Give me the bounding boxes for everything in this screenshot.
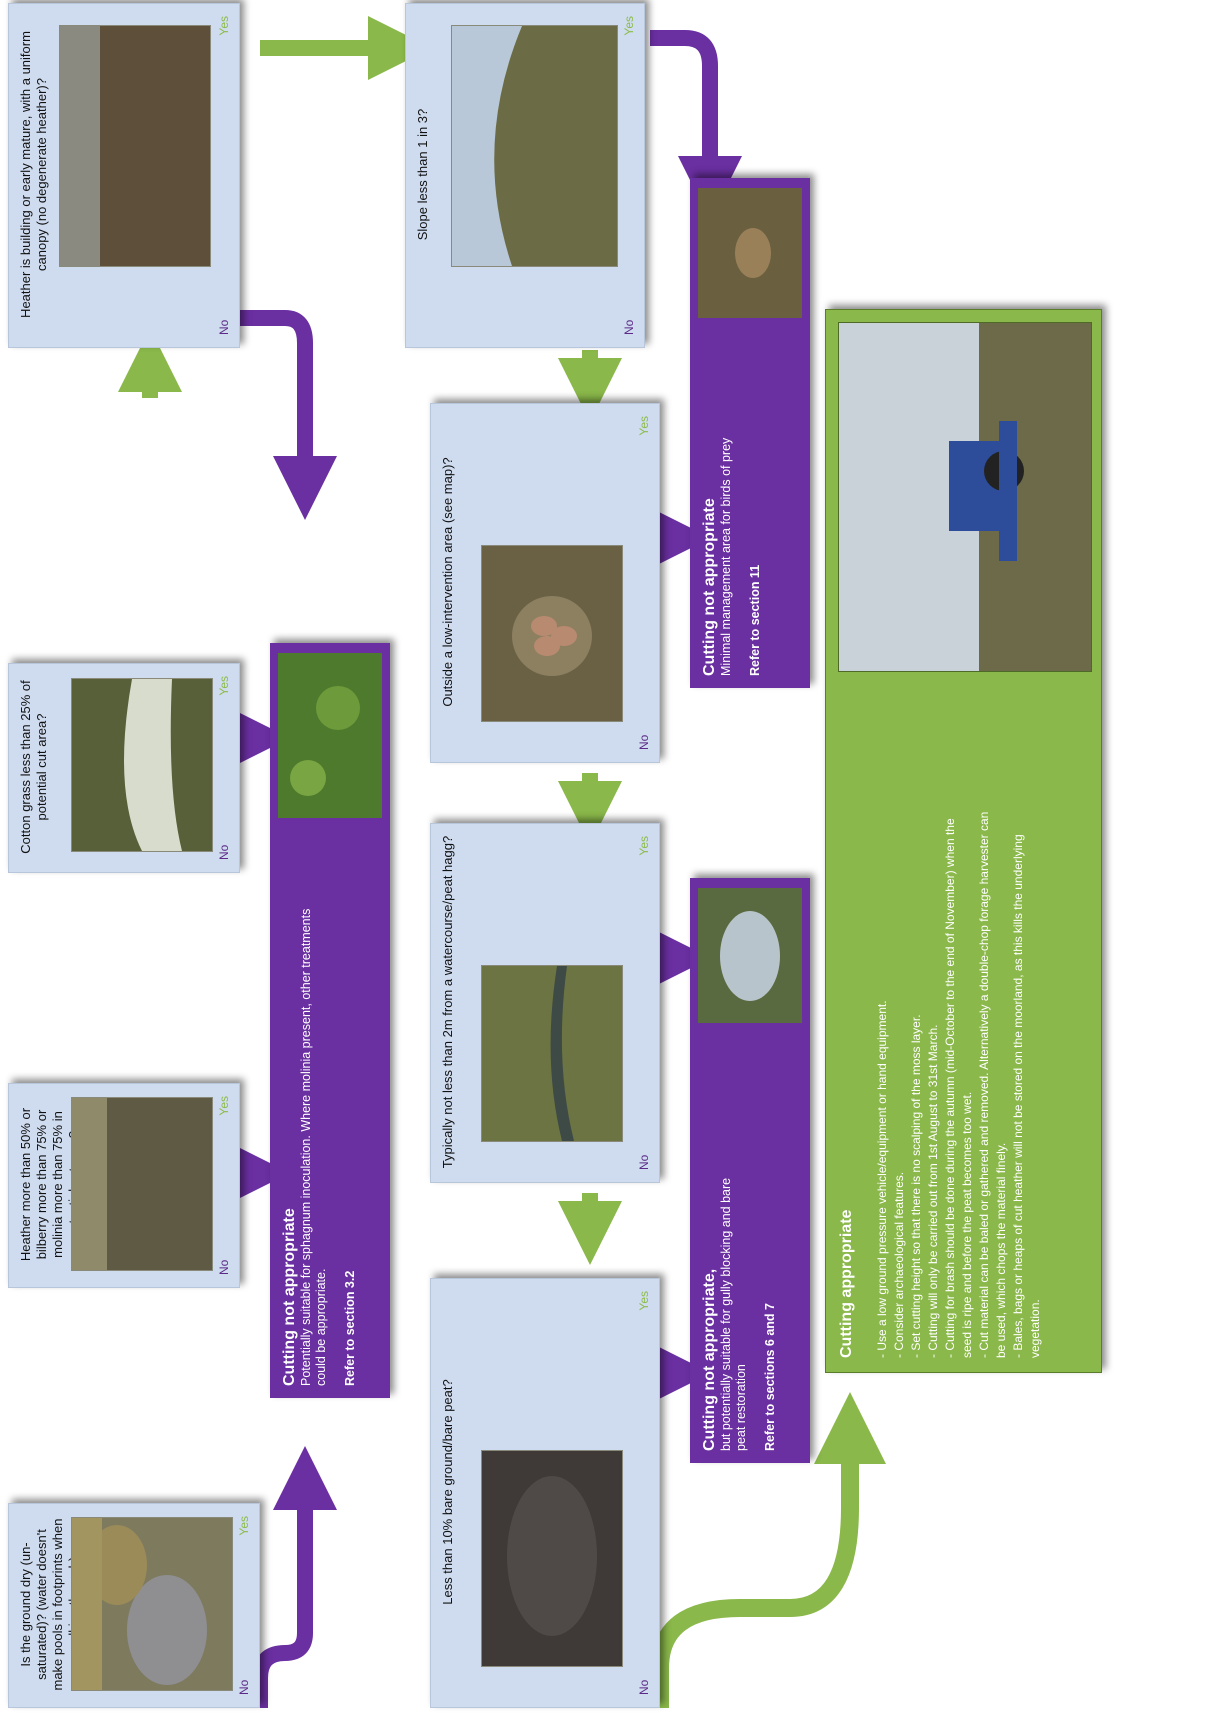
guidance-list: - Use a low ground pressure vehicle/equi… <box>874 798 1044 1358</box>
outcome-reference: Refer to section 11 <box>748 564 762 676</box>
photo-wet-ground <box>71 1517 233 1691</box>
arrow-q8-yes <box>651 1392 886 1708</box>
no-label: No <box>637 734 651 750</box>
photo-cotton-grass <box>71 678 213 852</box>
photo-gully <box>698 888 802 1023</box>
question-ground-dry: Is the ground dry (un-saturated)? (water… <box>8 1503 260 1708</box>
arrow-q4-no <box>240 310 337 520</box>
photo-bird <box>698 188 802 318</box>
question-low-intervention: Outside a low-intervention area (see map… <box>430 403 660 763</box>
question-heather-building: Heather is building or early mature, wit… <box>8 3 240 348</box>
question-bare-peat: Less than 10% bare ground/bare peat? No … <box>430 1278 660 1708</box>
question-cotton-grass: Cotton grass less than 25% of potential … <box>8 663 240 873</box>
outcome-birds-of-prey: Cutting not appropriate Minimal manageme… <box>690 178 810 688</box>
photo-sphagnum <box>278 653 382 818</box>
photo-slope <box>451 25 618 267</box>
no-label: No <box>637 1679 651 1695</box>
photo-nest-eggs <box>481 545 623 722</box>
question-text: Cotton grass less than 25% of potential … <box>18 680 49 854</box>
yes-label: Yes <box>637 1291 651 1311</box>
photo-cutting-machine <box>838 322 1092 672</box>
outcome-body: Minimal management area for birds of pre… <box>719 437 733 676</box>
no-label: No <box>622 319 636 335</box>
outcome-cutting-appropriate: Cutting appropriate - Use a low ground p… <box>825 309 1102 1373</box>
no-label: No <box>637 1154 651 1170</box>
list-item: - Cutting will only be carried out from … <box>926 1024 940 1358</box>
outcome-body: but potentially suitable for gully block… <box>719 1177 748 1451</box>
list-item: - Cut material can be baled or gathered … <box>977 811 1008 1358</box>
question-text: Heather is building or early mature, wit… <box>18 31 49 318</box>
question-text: Less than 10% bare ground/bare peat? <box>440 1379 455 1605</box>
arrow-q5-no <box>650 30 742 220</box>
yes-label: Yes <box>217 1096 231 1116</box>
list-item: - Use a low ground pressure vehicle/equi… <box>875 1000 889 1358</box>
question-text: Typically not less than 2m from a waterc… <box>440 835 455 1169</box>
outcome-title: Cutting not appropriate, <box>701 1268 718 1451</box>
yes-label: Yes <box>637 836 651 856</box>
photo-heather-canopy <box>59 25 211 267</box>
yes-label: Yes <box>637 416 651 436</box>
outcome-title: Cutting not appropriate <box>701 498 718 676</box>
list-item: - Consider archaeological features. <box>892 1171 906 1358</box>
outcome-body: Potentially suitable for sphagnum inocul… <box>299 908 328 1386</box>
outcome-reference: Refer to sections 6 and 7 <box>763 1303 777 1451</box>
question-watercourse: Typically not less than 2m from a waterc… <box>430 823 660 1183</box>
question-heather-bilberry: Heather more than 50% or bilberry more t… <box>8 1083 240 1288</box>
photo-heather-moor <box>71 1097 213 1271</box>
outcome-gully-blocking: Cutting not appropriate, but potentially… <box>690 878 810 1463</box>
list-item: - Cutting for brash should be done durin… <box>943 818 974 1358</box>
no-label: No <box>217 1259 231 1275</box>
yes-label: Yes <box>217 16 231 36</box>
yes-label: Yes <box>622 16 636 36</box>
list-item: - Set cutting height so that there is no… <box>909 1014 923 1358</box>
no-label: No <box>237 1679 251 1695</box>
question-text: Slope less than 1 in 3? <box>415 108 430 241</box>
outcome-sphagnum: Cutting not appropriate Potentially suit… <box>270 643 390 1398</box>
no-label: No <box>217 844 231 860</box>
no-label: No <box>217 319 231 335</box>
outcome-title: Cutting not appropriate <box>281 1208 298 1386</box>
question-text: Outside a low-intervention area (see map… <box>440 457 455 707</box>
yes-label: Yes <box>217 676 231 696</box>
outcome-reference: Refer to section 3.2 <box>343 1270 357 1386</box>
list-item: - Bales, bags or heaps of cut heather wi… <box>1011 834 1042 1358</box>
photo-bare-peat <box>481 1450 623 1667</box>
question-slope: Slope less than 1 in 3? No Yes <box>405 3 645 348</box>
yes-label: Yes <box>237 1516 251 1536</box>
photo-watercourse <box>481 965 623 1142</box>
outcome-title: Cutting appropriate <box>838 1209 855 1358</box>
arrow-q1-no <box>252 1446 337 1708</box>
